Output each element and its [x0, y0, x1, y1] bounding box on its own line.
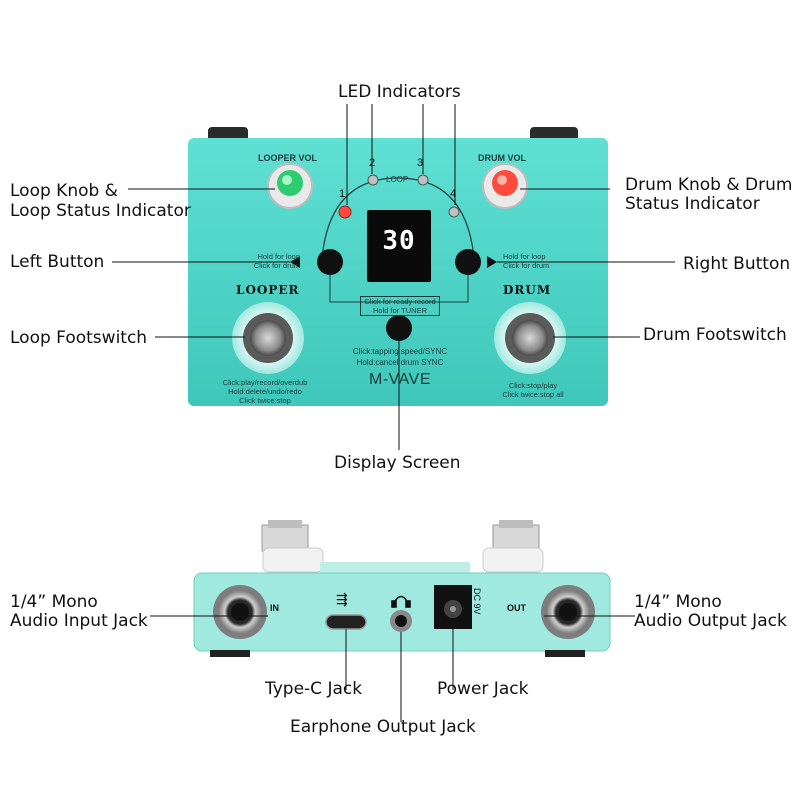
power-jack-label: Power Jack [437, 679, 529, 699]
left-button-label: Left Button [10, 252, 105, 272]
led-1-number: 1 [339, 188, 346, 200]
callout-lines-bottom [150, 615, 635, 722]
input-jack-label-1: 1/4” Mono [10, 592, 98, 612]
looper-footswitch[interactable] [232, 302, 304, 374]
led-4 [448, 206, 460, 218]
dc-label: DC 9V [472, 588, 482, 615]
looper-title: LOOPER [236, 283, 300, 297]
callout-lines-top [112, 104, 675, 450]
drum-title: DRUM [503, 283, 552, 297]
tap-button[interactable] [386, 315, 412, 341]
led-2 [367, 174, 379, 186]
back-knob-left [261, 524, 309, 552]
earphone-jack[interactable] [390, 610, 412, 632]
output-jack-label-2: Audio Output Jack [634, 611, 787, 631]
back-knob-right [492, 524, 540, 552]
led-arc [321, 177, 475, 259]
input-jack[interactable] [213, 585, 267, 639]
left-button[interactable] [317, 249, 343, 275]
headphone-icon [391, 595, 411, 608]
drum-vol-label: DRUM VOL [478, 153, 526, 163]
led-3 [417, 174, 429, 186]
led-4-number: 4 [450, 188, 457, 200]
led-1 [338, 205, 352, 219]
drum-knob-label-1: Drum Knob & Drum [625, 175, 793, 195]
display-screen-label: Display Screen [334, 453, 461, 473]
button-bracket [329, 275, 469, 303]
output-jack-label-1: 1/4” Mono [634, 592, 722, 612]
drum-vol-knob[interactable] [482, 163, 528, 209]
usb-icon: ⇶ [336, 592, 348, 608]
in-label: IN [270, 603, 279, 613]
brand-logo: M-VAVE [369, 371, 431, 388]
drum-footswitch-label: Drum Footswitch [643, 325, 787, 345]
led-3-number: 3 [417, 157, 424, 169]
led-indicators-label: LED Indicators [338, 82, 461, 102]
display-value: 30 [382, 226, 416, 256]
display-screen [367, 210, 431, 282]
looper-vol-knob[interactable] [267, 163, 313, 209]
right-button[interactable] [455, 249, 481, 275]
loop-footswitch-label: Loop Footswitch [10, 328, 148, 348]
right-arrow-icon [487, 256, 497, 268]
typec-jack[interactable] [325, 614, 367, 630]
right-button-label: Right Button [683, 254, 791, 274]
left-arrow-icon [290, 256, 300, 268]
output-jack[interactable] [541, 585, 595, 639]
loop-label: LOOP [386, 175, 409, 184]
drum-footswitch[interactable] [494, 302, 566, 374]
led-2-number: 2 [369, 157, 376, 169]
earphone-jack-label: Earphone Output Jack [290, 717, 476, 737]
loop-knob-label-1: Loop Knob & [10, 181, 118, 201]
out-label: OUT [507, 603, 526, 613]
loop-knob-label-2: Loop Status Indicator [10, 201, 191, 221]
input-jack-label-2: Audio Input Jack [10, 611, 148, 631]
typec-jack-label: Type-C Jack [265, 679, 363, 699]
drum-knob-label-2: Status Indicator [625, 194, 760, 214]
looper-vol-label: LOOPER VOL [258, 153, 318, 163]
